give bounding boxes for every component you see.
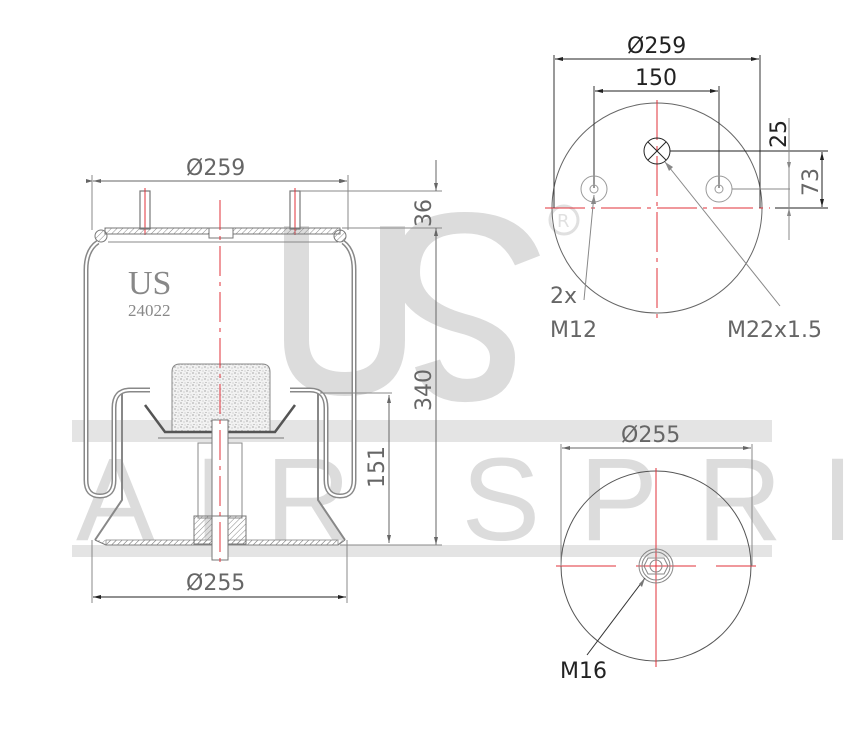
- studs-thread-label: M12: [550, 318, 597, 343]
- registered-mark: R: [557, 211, 570, 232]
- bumper: [171, 363, 271, 433]
- studs-qty-label: 2x: [550, 284, 577, 309]
- piston-height-label: 151: [365, 446, 390, 488]
- side-bottom-diameter-label: Ø255: [186, 571, 245, 596]
- bolt-thread-label: M16: [560, 659, 607, 684]
- brand-label: US: [128, 265, 171, 302]
- stud-height-label: 36: [412, 199, 437, 227]
- side-top-diameter-label: Ø259: [186, 156, 245, 181]
- stud-spacing-label: 150: [635, 66, 677, 91]
- registered-mark-circle: [548, 204, 580, 236]
- bottom-view: Ø255 M16: [556, 423, 756, 684]
- bottom-diameter-label: Ø255: [621, 423, 680, 448]
- bottom-bolt: [638, 548, 674, 584]
- stud-offset-label: 73: [799, 168, 824, 196]
- watermark-subtitle: AIR SPRING: [76, 434, 850, 566]
- watermark-letter-u: [284, 226, 405, 396]
- top-diameter-label: Ø259: [627, 34, 686, 59]
- side-view: Ø259 US 24022: [83, 156, 442, 603]
- piston: [94, 394, 346, 541]
- top-view: Ø259 150 25 73 2x M12 M22x1.5: [545, 34, 828, 343]
- air-inlet-thread-label: M22x1.5: [727, 318, 822, 343]
- part-number: 24022: [128, 301, 171, 320]
- watermark-band-bottom: [72, 545, 772, 557]
- overall-height-label: 340: [412, 369, 437, 411]
- watermark-s-shape: [395, 212, 540, 403]
- air-inlet-offset-label: 25: [767, 120, 792, 148]
